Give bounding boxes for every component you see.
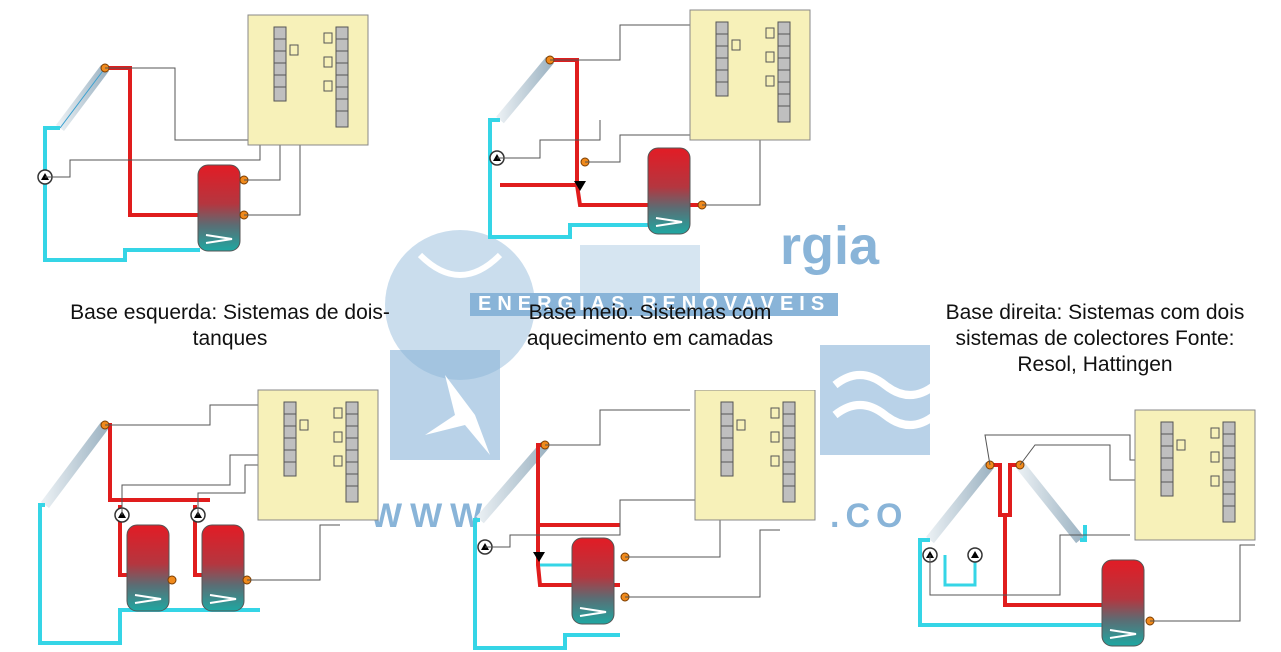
caption-middle: Base meio: Sistemas com aquecimento em c… bbox=[526, 301, 774, 350]
diagram-two-collector bbox=[910, 405, 1275, 650]
caption-left: Base esquerda: Sistemas de dois- tanques bbox=[70, 301, 390, 350]
caption-right: Base direita: Sistemas com dois sistemas… bbox=[945, 301, 1245, 376]
watermark: rgia ENERGIAS RENOVAVEIS WWW .CO bbox=[370, 215, 960, 575]
watermark-logo-icon bbox=[385, 230, 938, 460]
diagram-two-tank-bottom bbox=[30, 385, 390, 647]
watermark-brand: rgia bbox=[780, 216, 880, 276]
diagram-two-tank-top bbox=[30, 10, 390, 265]
watermark-url-right: .CO bbox=[830, 497, 909, 535]
watermark-url-left: WWW bbox=[370, 497, 491, 535]
watermark-tagline: ENERGIAS RENOVAVEIS bbox=[470, 293, 839, 316]
diagram-layered-top bbox=[480, 5, 840, 245]
diagram-layered-bottom bbox=[470, 390, 830, 652]
